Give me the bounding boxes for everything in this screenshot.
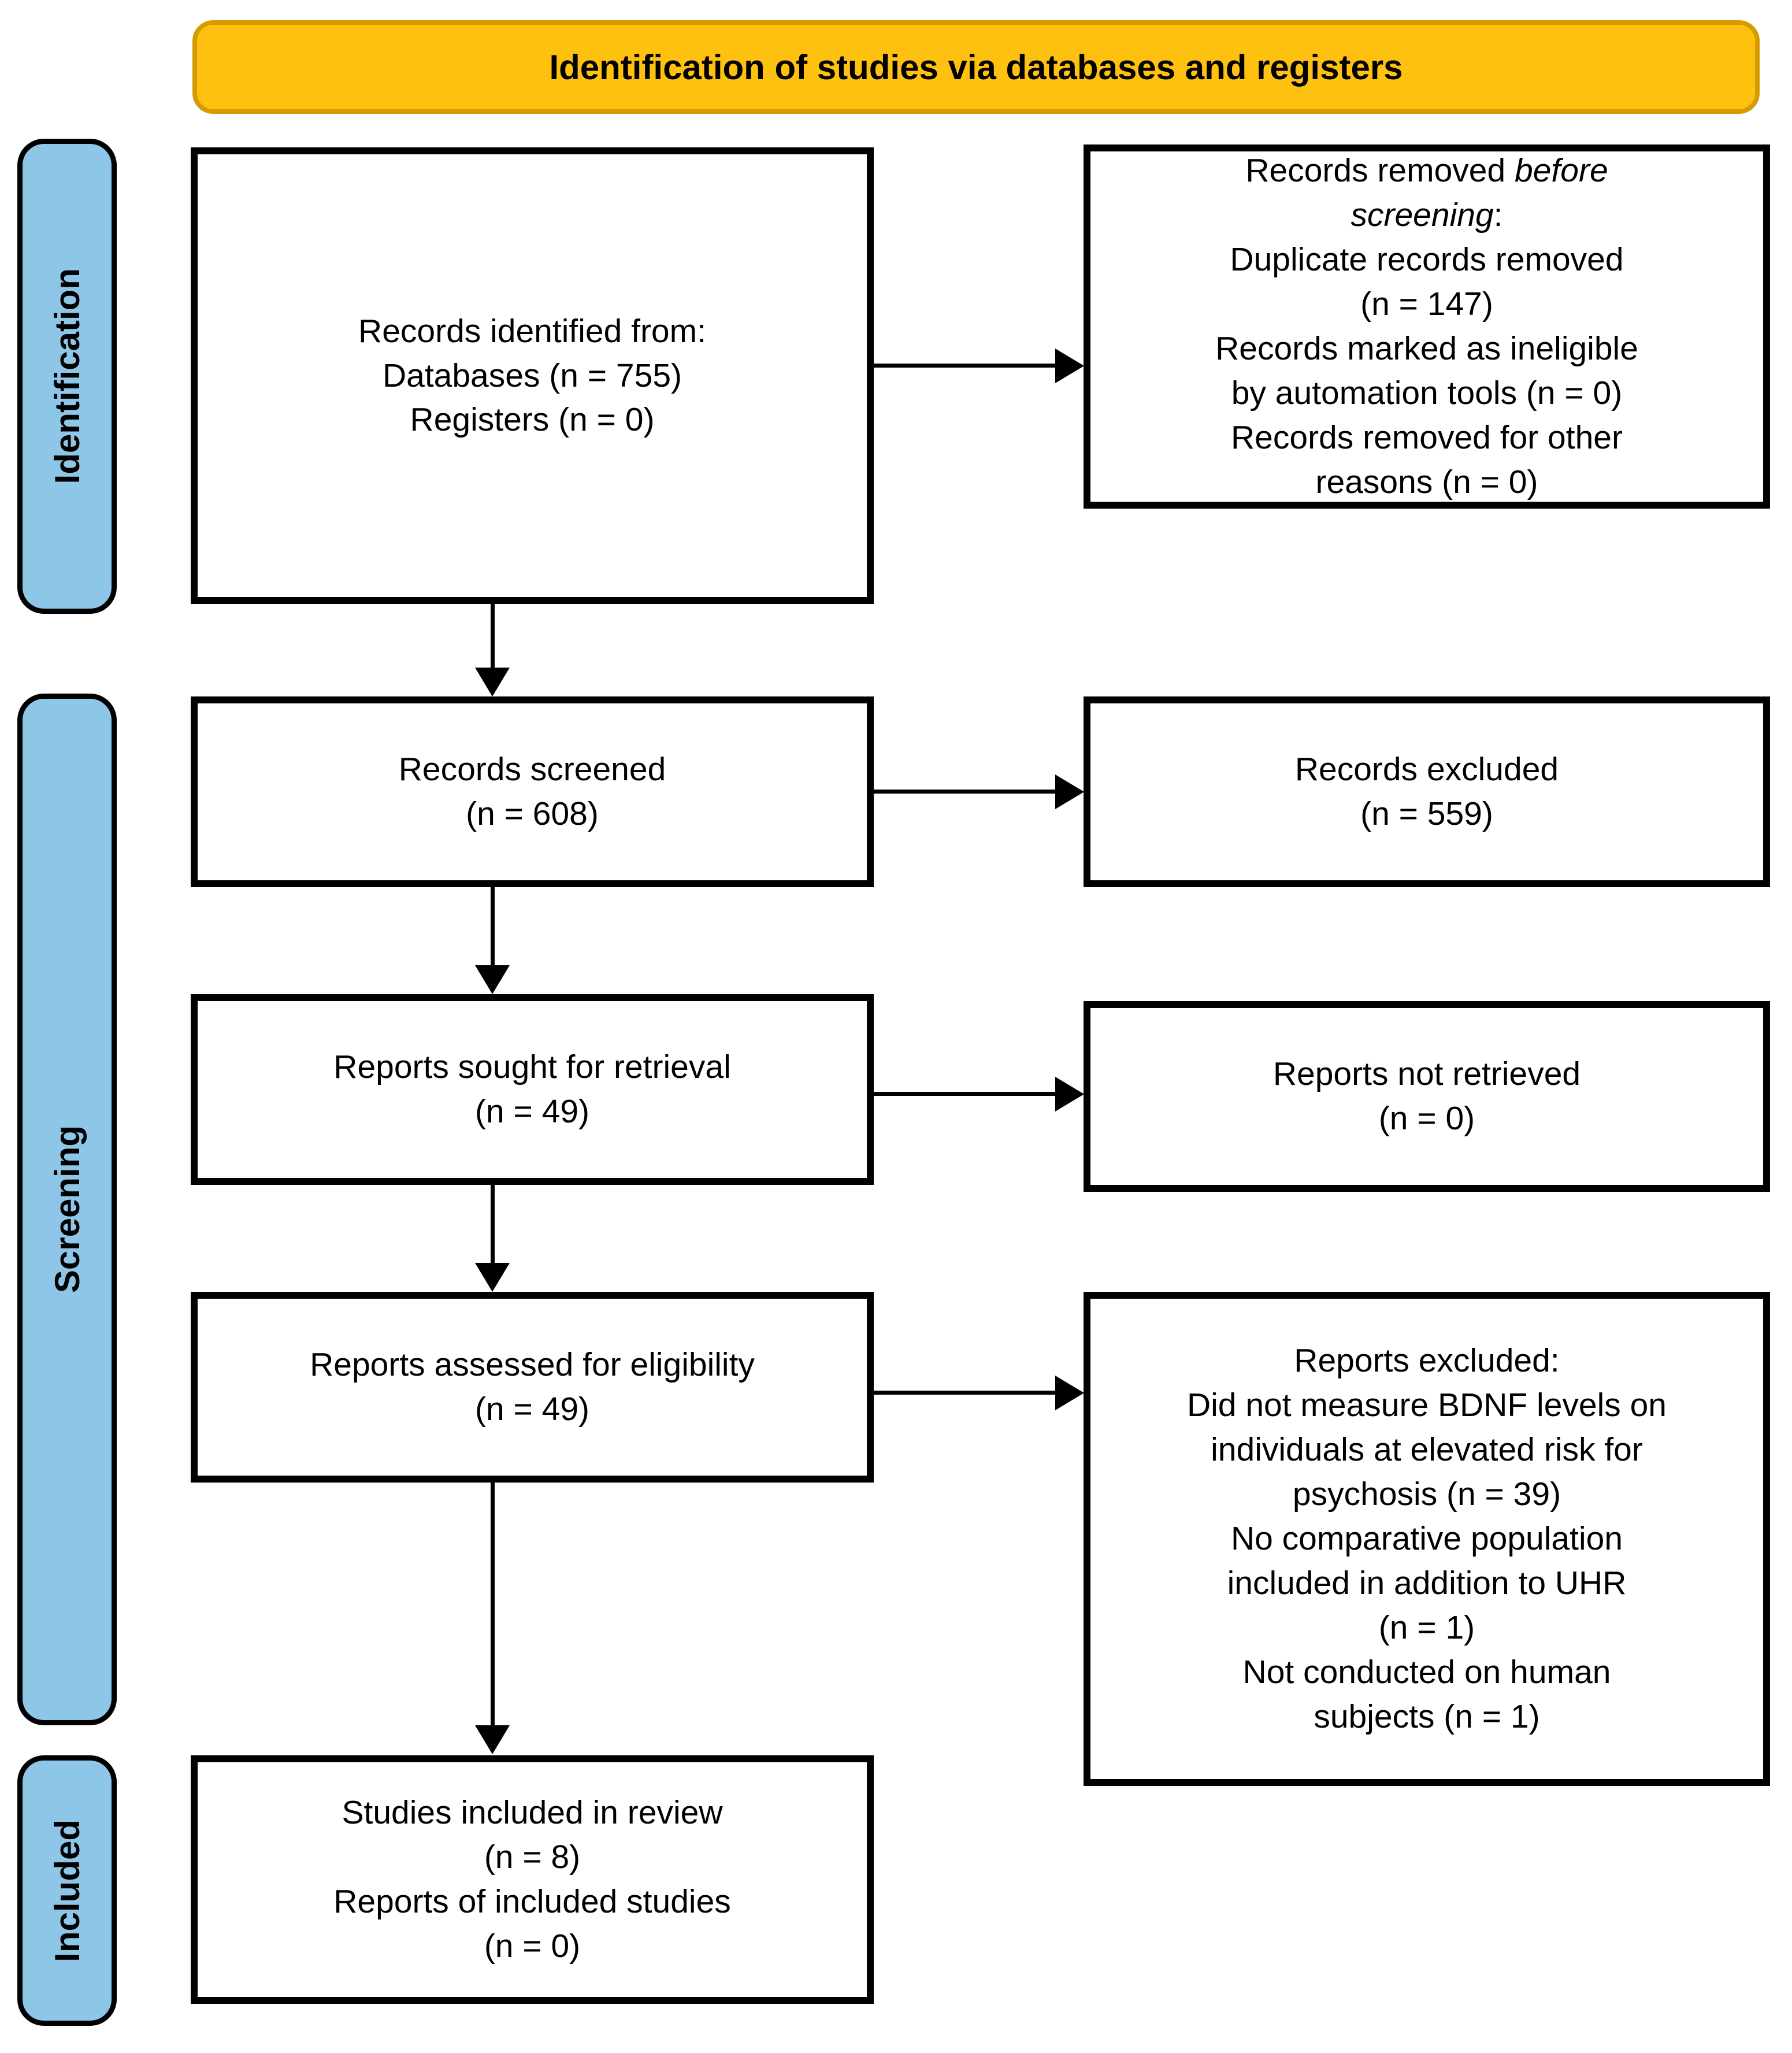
- box-text-line: (n = 49): [474, 1093, 590, 1130]
- arrow-head-right-icon: [1055, 349, 1084, 383]
- arrow-head-right-icon: [1055, 1077, 1084, 1111]
- box-text-line: by automation tools (n = 0): [1231, 374, 1623, 412]
- arrow-line: [874, 1391, 1058, 1395]
- title-banner-label: Identification of studies via databases …: [549, 47, 1403, 87]
- box-text-line: subjects (n = 1): [1314, 1698, 1540, 1735]
- box-text-line: Records marked as ineligible: [1215, 330, 1638, 367]
- arrow-line: [491, 887, 495, 966]
- box-text-line: (n = 147): [1360, 286, 1493, 323]
- box-text-line: Reports excluded:: [1294, 1342, 1560, 1380]
- arrow-head-down-icon: [475, 668, 510, 696]
- box-text-line: Databases (n = 755): [382, 357, 682, 394]
- box-text-line: (n = 0): [484, 1927, 581, 1965]
- box-text-line: (n = 8): [484, 1839, 581, 1876]
- box-reports-not-retrieved: Reports not retrieved (n = 0): [1084, 1001, 1770, 1192]
- box-text-line: included in addition to UHR: [1227, 1564, 1627, 1602]
- stage-label-screening-text: Screening: [47, 1125, 87, 1294]
- box-text-line: Records removed before: [1245, 152, 1608, 190]
- stage-label-screening: Screening: [17, 694, 117, 1725]
- box-text-line: (n = 0): [1378, 1100, 1475, 1137]
- box-text-line: Reports of included studies: [333, 1883, 731, 1920]
- arrow-line: [874, 1092, 1058, 1096]
- box-text-line: Records excluded: [1294, 751, 1559, 788]
- box-text-line: reasons (n = 0): [1315, 463, 1538, 501]
- box-text-line: psychosis (n = 39): [1292, 1476, 1561, 1513]
- arrow-line: [874, 790, 1058, 794]
- box-text-line: Duplicate records removed: [1230, 241, 1624, 279]
- box-text-line: Did not measure BDNF levels on: [1186, 1387, 1667, 1424]
- box-reports-excluded: Reports excluded: Did not measure BDNF le…: [1084, 1292, 1770, 1786]
- box-text-line: Reports assessed for eligibility: [310, 1346, 755, 1384]
- box-records-excluded: Records excluded (n = 559): [1084, 696, 1770, 887]
- box-text-line: No comparative population: [1230, 1520, 1623, 1558]
- arrow-head-down-icon: [475, 1725, 510, 1754]
- box-text-line: Records removed for other: [1231, 418, 1623, 456]
- box-text-line: Reports not retrieved: [1272, 1055, 1581, 1093]
- box-text-line: (n = 608): [466, 795, 599, 832]
- stage-label-identification-text: Identification: [47, 268, 87, 484]
- box-text-line: Registers (n = 0): [410, 401, 655, 439]
- box-text-line: Studies included in review: [342, 1794, 723, 1832]
- box-records-screened: Records screened (n = 608): [191, 696, 874, 887]
- box-records-identified: Records identified from: Databases (n = 7…: [191, 147, 874, 604]
- arrow-line: [491, 604, 495, 669]
- box-studies-included-in-review: Studies included in review (n = 8) Reports…: [191, 1755, 874, 2004]
- stage-label-included-text: Included: [47, 1819, 87, 1962]
- box-records-removed-before-screening: Records removed before screening: Duplicat…: [1084, 144, 1770, 509]
- box-reports-assessed-for-eligibility: Reports assessed for eligibility (n = 49): [191, 1292, 874, 1483]
- arrow-line: [874, 364, 1058, 368]
- title-banner: Identification of studies via databases …: [192, 20, 1760, 114]
- arrow-head-right-icon: [1055, 1376, 1084, 1410]
- box-text-line: individuals at elevated risk for: [1211, 1431, 1643, 1469]
- box-text-line: (n = 559): [1360, 795, 1493, 832]
- arrow-head-down-icon: [475, 965, 510, 994]
- box-text-line: Not conducted on human: [1242, 1653, 1611, 1691]
- box-text-line: Reports sought for retrieval: [333, 1048, 731, 1086]
- box-text-line: Records identified from:: [358, 312, 706, 350]
- box-reports-sought-for-retrieval: Reports sought for retrieval (n = 49): [191, 994, 874, 1185]
- box-text-line: screening:: [1351, 197, 1503, 234]
- box-text-line: (n = 1): [1378, 1609, 1475, 1646]
- arrow-head-down-icon: [475, 1263, 510, 1292]
- stage-label-identification: Identification: [17, 139, 117, 614]
- box-text-line: (n = 49): [474, 1391, 590, 1428]
- box-text-line: Records screened: [398, 751, 666, 788]
- arrow-line: [491, 1185, 495, 1264]
- arrow-line: [491, 1483, 495, 1726]
- stage-label-included: Included: [17, 1755, 117, 2026]
- arrow-head-right-icon: [1055, 774, 1084, 809]
